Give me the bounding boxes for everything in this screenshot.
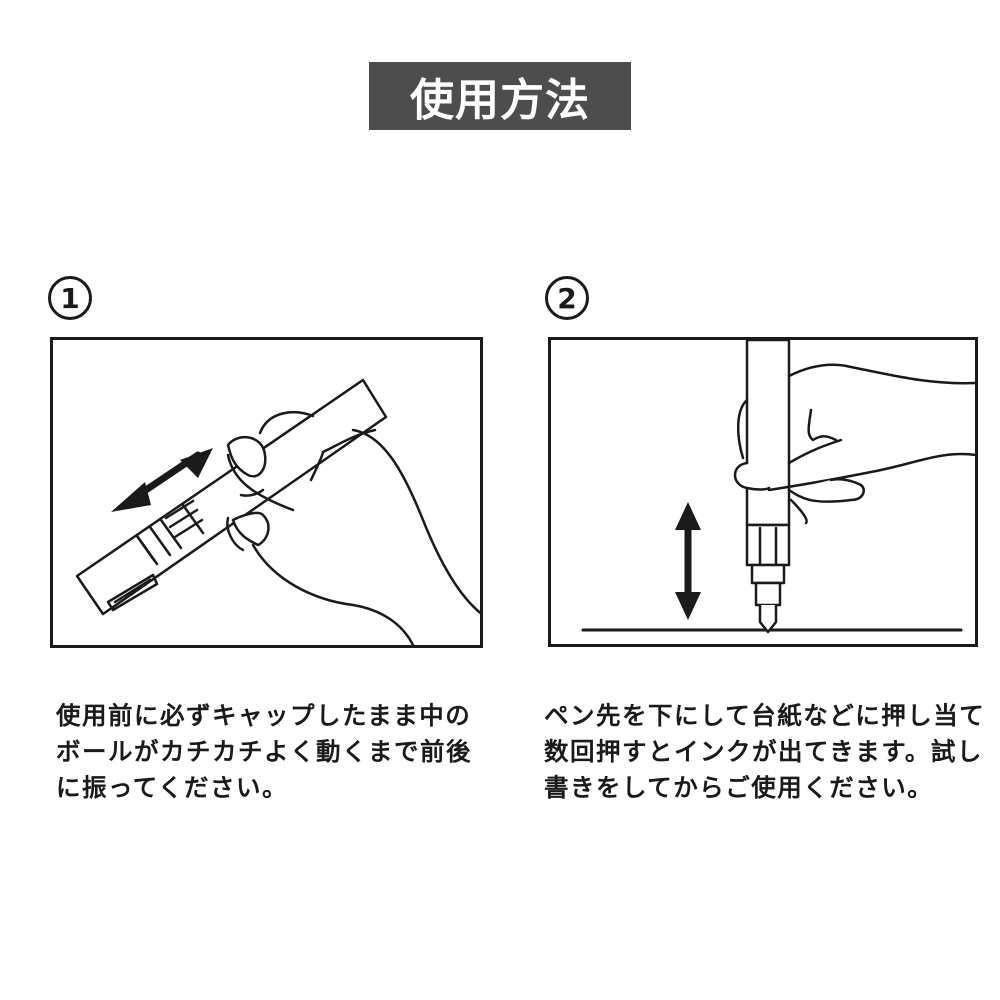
step-2-description: ペン先を下にして台紙などに押し当て 数回押すとインクが出てきます。試し 書きをし… <box>544 698 985 806</box>
step-number: 1 <box>60 281 80 315</box>
page-title-banner: 使用方法 <box>369 62 631 130</box>
step-2-illustration-panel <box>548 337 978 647</box>
description-line: 数回押すとインクが出てきます。試し <box>544 737 983 766</box>
description-line: 書きをしてからご使用ください。 <box>544 773 934 802</box>
step-number: 2 <box>557 281 577 315</box>
step-1-illustration-panel <box>50 337 483 648</box>
description-line: に振ってください。 <box>56 773 289 802</box>
step-2-number-badge: 2 <box>545 276 589 320</box>
page-title: 使用方法 <box>410 75 590 126</box>
description-line: 使用前に必ずキャップしたまま中の <box>56 701 472 730</box>
hand-pressing-pen-tip-icon <box>581 340 975 634</box>
hand-shaking-pen-icon <box>75 378 480 645</box>
description-line: ボールがカチカチよく動くまで前後 <box>56 737 472 766</box>
step-1-number-badge: 1 <box>48 276 92 320</box>
step-1-description: 使用前に必ずキャップしたまま中の ボールがカチカチよく動くまで前後 に振ってくだ… <box>56 698 472 806</box>
description-line: ペン先を下にして台紙などに押し当て <box>544 701 986 730</box>
